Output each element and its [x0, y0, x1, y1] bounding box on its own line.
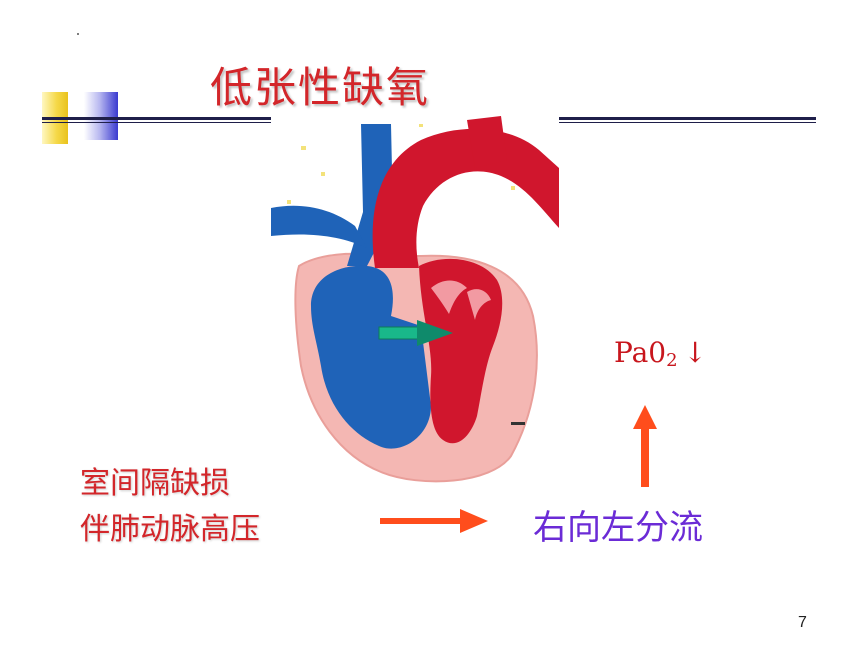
- decor-square-yellow: [42, 116, 68, 144]
- cause-text: 室间隔缺损 伴肺动脉高压: [80, 461, 260, 553]
- shunt-result-text: 右向左分流: [533, 508, 703, 548]
- cause-line-1: 室间隔缺损: [80, 466, 230, 501]
- dot-mark: [77, 33, 79, 35]
- cause-line-2: 伴肺动脉高压: [80, 512, 260, 547]
- page-number: 7: [798, 614, 807, 631]
- title-rule-left: [42, 117, 271, 120]
- pao2-label: Pa02↓: [614, 336, 707, 371]
- decor-square-yellow: [42, 92, 68, 116]
- title-rule-left-thin: [42, 122, 271, 123]
- pao2-base: Pa0: [614, 336, 667, 369]
- heart-diagram-illustration: [271, 116, 559, 490]
- decor-square-blue: [84, 92, 118, 140]
- right-arrow-icon: [380, 509, 488, 533]
- slide-title: 低张性缺氧: [210, 63, 431, 112]
- title-rule-right: [557, 117, 816, 120]
- shunt-arrow-icon: [378, 320, 453, 346]
- up-arrow-icon: [633, 405, 657, 487]
- pao2-subscript: 2: [666, 350, 678, 371]
- down-arrow-icon: ↓: [683, 336, 708, 369]
- title-rule-right-thin: [557, 122, 816, 123]
